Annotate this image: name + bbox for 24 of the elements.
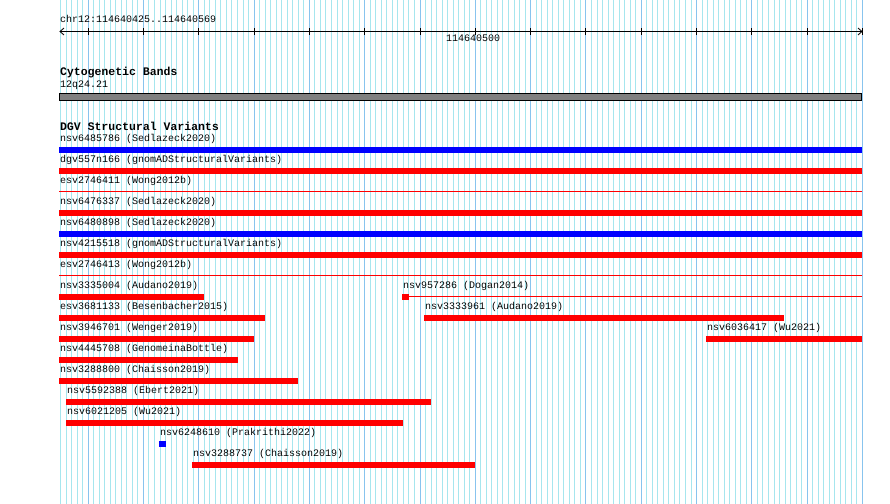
feature-label: nsv6485786 (Sedlazeck2020) (60, 134, 216, 146)
feature-label: nsv6036417 (Wu2021) (707, 323, 822, 335)
feature-label: esv2746413 (Wong2012b) (60, 260, 192, 272)
feature-label: nsv3288737 (Chaisson2019) (193, 449, 344, 461)
feature-label: nsv3946701 (Wenger2019) (60, 323, 198, 335)
feature-label: nsv6021205 (Wu2021) (67, 407, 182, 419)
feature-label: dgv557n166 (gnomADStructuralVariants) (60, 155, 282, 167)
feature-label: nsv3288800 (Chaisson2019) (60, 365, 210, 377)
feature-label: esv2746411 (Wong2012b) (60, 176, 192, 188)
feature-label: esv3681133 (Besenbacher2015) (60, 302, 228, 314)
feature-label: nsv3335004 (Audano2019) (60, 281, 198, 293)
tick-label: 114640500 (446, 34, 500, 46)
track-title: Cytogenetic Bands (60, 66, 178, 79)
feature-label: nsv4445708 (GenomeinaBottle) (60, 344, 228, 356)
feature-label: nsv6476337 (Sedlazeck2020) (60, 197, 216, 209)
feature-label: nsv6248610 (Prakrithi2022) (160, 428, 316, 440)
feature-label: nsv957286 (Dogan2014) (403, 281, 530, 293)
feature-label: nsv6480898 (Sedlazeck2020) (60, 218, 216, 230)
track-title: DGV Structural Variants (60, 121, 219, 134)
feature-label: nsv4215518 (gnomADStructuralVariants) (60, 239, 282, 251)
feature-label: nsv3333961 (Audano2019) (425, 302, 564, 314)
band-label: 12q24.21 (60, 80, 108, 92)
coordinate-range-label: chr12:114640425..114640569 (60, 15, 216, 27)
feature-label: nsv5592388 (Ebert2021) (67, 386, 200, 398)
